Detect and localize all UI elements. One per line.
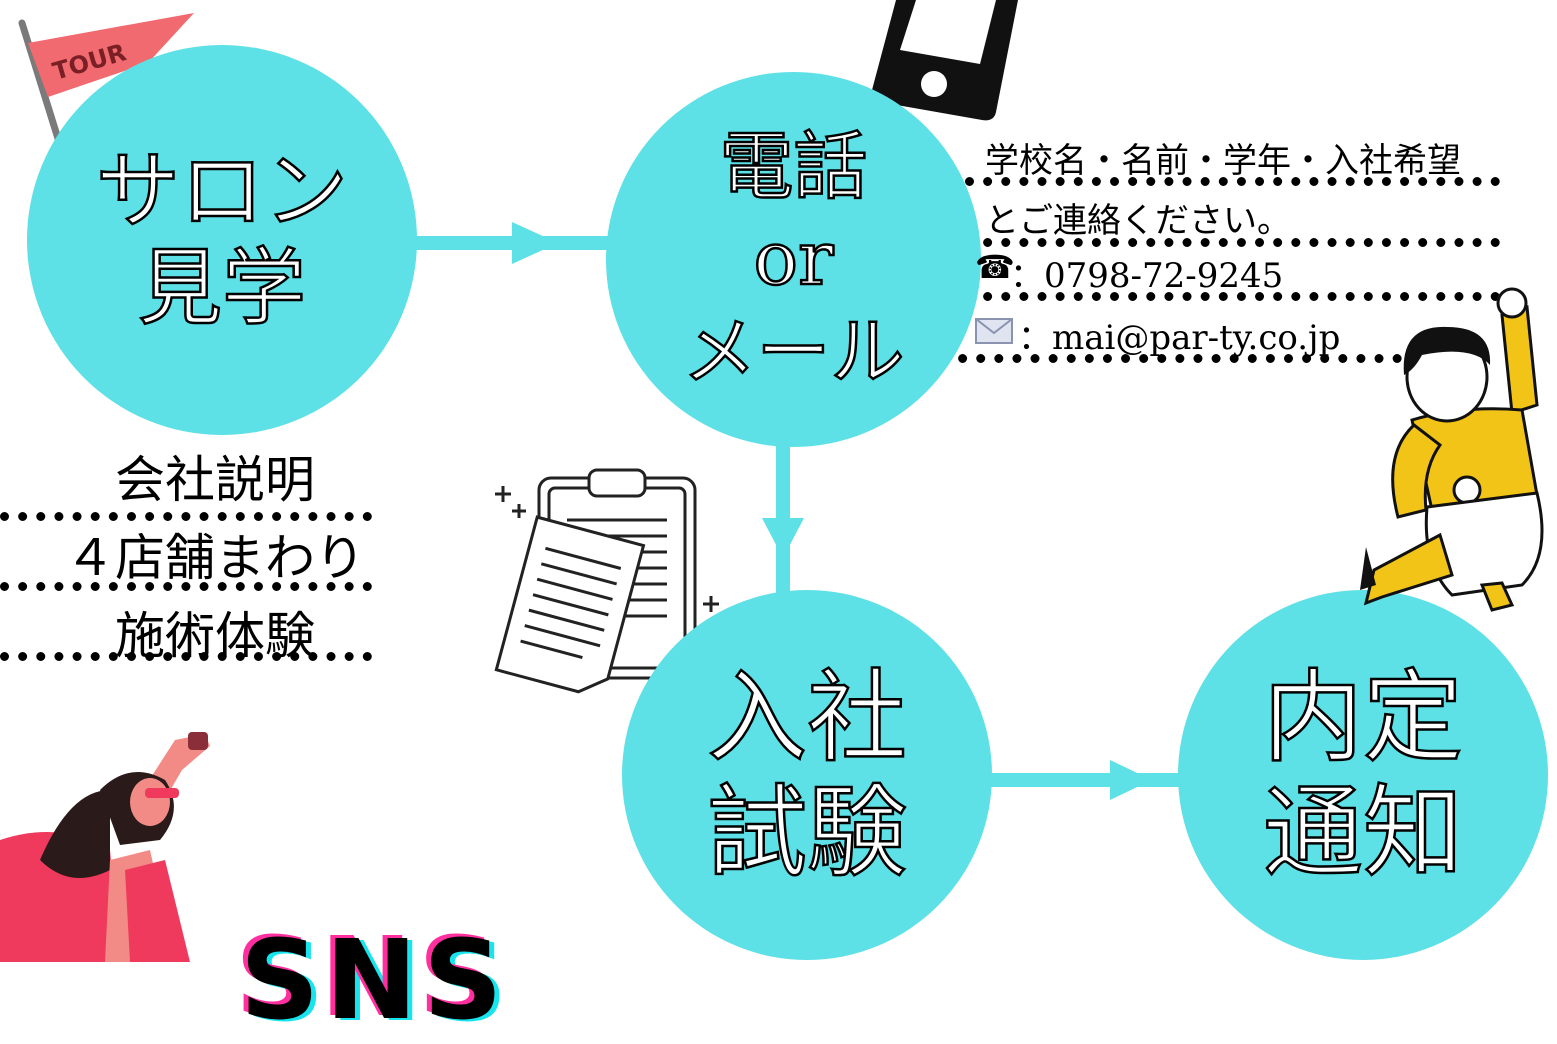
step-entrance-exam: 入社 試験 xyxy=(622,590,992,960)
step-offer-line2: 通知 xyxy=(1262,774,1465,892)
step-salon-line2: 見学 xyxy=(137,239,308,338)
salon-detail-item: ４店舗まわり xyxy=(65,529,365,587)
phone-icon: ☎ xyxy=(975,248,1015,286)
dotted-divider xyxy=(0,582,372,591)
dotted-divider xyxy=(940,354,1420,363)
smartphone-icon xyxy=(871,0,1018,121)
step-offer-line1: 内定 xyxy=(1262,659,1465,777)
salon-detail-item: 会社説明 xyxy=(115,451,315,509)
dotted-divider xyxy=(0,512,372,521)
dotted-divider xyxy=(965,177,1500,186)
contact-phone: ：0798-72-9245 xyxy=(1010,256,1284,296)
salon-detail-item: 施術体験 xyxy=(115,607,315,665)
connector-contact-to-exam xyxy=(776,410,790,610)
contact-instruction: とご連絡ください。 xyxy=(985,201,1291,241)
step-salon-line1: サロン xyxy=(95,142,350,241)
connector-salon-to-contact xyxy=(395,236,620,250)
dotted-divider xyxy=(965,292,1500,301)
step-salon-visit: サロン 見学 xyxy=(27,45,417,435)
superhero-woman-illustration xyxy=(0,732,210,962)
jumping-person-illustration xyxy=(1360,287,1544,612)
clipboard-icon xyxy=(494,468,719,694)
sns-heading: SNS xyxy=(240,916,509,1044)
flag-icon xyxy=(18,13,194,149)
dotted-divider xyxy=(0,652,372,661)
arrowhead-exam-to-offer xyxy=(1110,760,1152,800)
step-contact-line2: or xyxy=(752,215,834,303)
step-offer-notice: 内定 通知 xyxy=(1178,590,1548,960)
contact-email: ：mai@par-ty.co.jp xyxy=(1018,318,1341,358)
contact-instruction: 学校名・名前・学年・入社希望 xyxy=(985,141,1461,181)
connector-exam-to-offer xyxy=(985,773,1195,787)
dotted-divider xyxy=(965,238,1500,247)
step-contact: 電話 or メール xyxy=(606,72,981,447)
step-exam-line2: 試験 xyxy=(706,774,909,892)
arrowhead-salon-to-contact xyxy=(512,222,558,264)
step-exam-line1: 入社 xyxy=(706,659,909,777)
mail-icon xyxy=(975,318,1013,344)
step-contact-line1: 電話 xyxy=(718,123,869,211)
flow-connectors xyxy=(395,222,1195,800)
arrowhead-contact-to-exam xyxy=(762,518,804,558)
step-contact-line3: メール xyxy=(681,308,906,396)
